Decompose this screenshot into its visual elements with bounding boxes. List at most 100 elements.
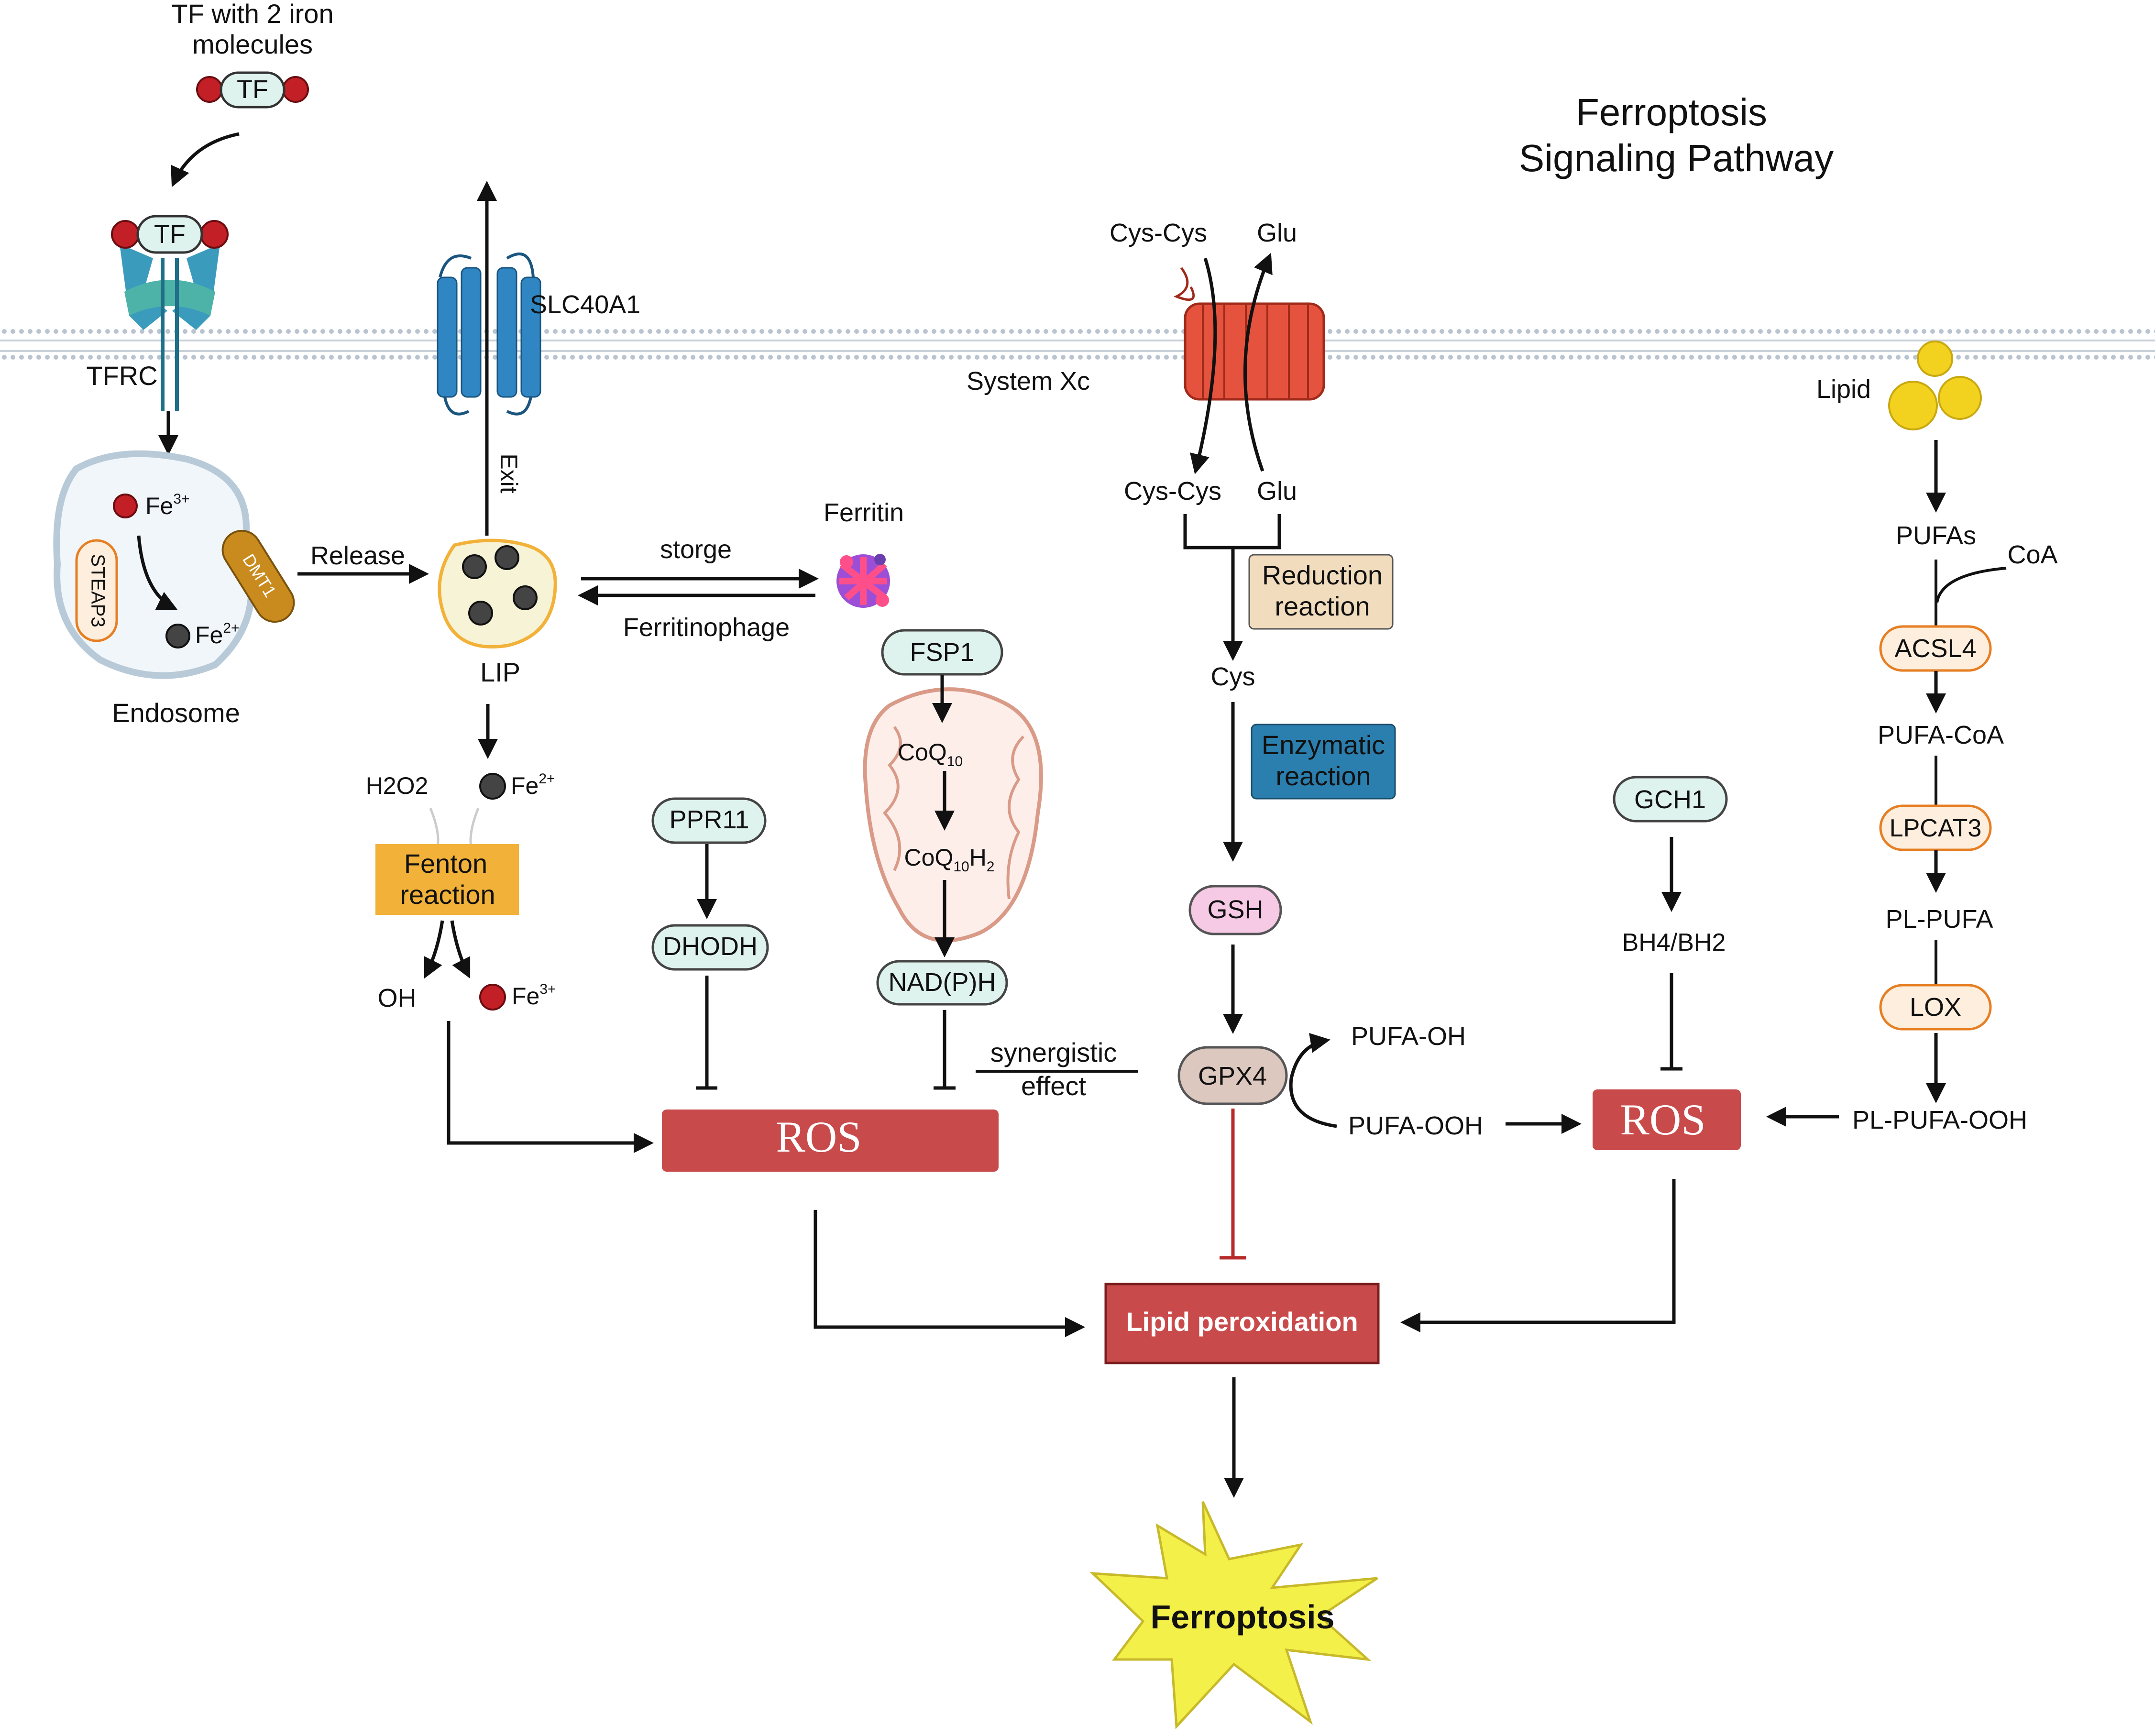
iron-atom-icon [282, 76, 309, 103]
bh4-bh2-label: BH4/BH2 [1622, 929, 1726, 956]
lpcat3-label: LPCAT3 [1890, 814, 1982, 842]
exit-label: Exit [495, 453, 522, 493]
pufa-oh-label: PUFA-OH [1351, 1022, 1466, 1051]
ferritin-protein-icon [836, 554, 890, 608]
fenton-fe2: Fe2+ [511, 771, 555, 799]
enzymatic-line-1: Enzymatic [1262, 730, 1385, 760]
endosome [53, 450, 295, 679]
endosome-fe2: Fe2+ [195, 620, 240, 648]
title-line-1: Ferroptosis [1576, 91, 1767, 133]
cys-cys-import-arrow [1189, 257, 1217, 474]
system-xc-label: System Xc [967, 367, 1090, 396]
acsl4-node [1879, 625, 1992, 672]
dhodh-label: DHODH [663, 932, 758, 961]
ros-left-to-lipid-arrow [814, 1210, 1085, 1337]
steap3-label: STEAP3 [87, 554, 108, 627]
reduction-reaction-box [1248, 554, 1394, 630]
dhodh-node [651, 924, 769, 971]
cys-cys-in-label: Cys-Cys [1124, 477, 1221, 505]
glu-out-label: Glu [1257, 219, 1297, 247]
gsh-label: GSH [1207, 895, 1263, 924]
pufa-coa-label: PUFA-CoA [1878, 721, 2004, 749]
tf-binding-arrow [171, 132, 240, 187]
h2o2-label: H2O2 [366, 772, 429, 799]
gch1-label: GCH1 [1634, 785, 1706, 814]
pl-pufa-ooh-label: PL-PUFA-OOH [1852, 1106, 2027, 1134]
lipid-droplets-icon [1888, 341, 1982, 430]
ros-left-label: ROS [776, 1112, 862, 1161]
ferroptosis-label: Ferroptosis [1150, 1598, 1334, 1636]
gsh-node [1188, 885, 1282, 935]
oh-to-ros-arrow [447, 1021, 654, 1153]
tf-caption-line-2: molecules [192, 29, 313, 59]
lox-node [1879, 984, 1992, 1031]
fenton-line-1: Fenton [404, 848, 487, 879]
cys-merge-bracket [1183, 514, 1281, 549]
synergistic-line-1: synergistic [990, 1037, 1117, 1067]
release-label: Release [310, 541, 405, 570]
tf-label: TF [237, 75, 268, 104]
tfrc-label: TFRC [86, 361, 157, 391]
ppr11-node [651, 797, 767, 844]
gch1-node [1613, 776, 1728, 823]
enzymatic-line-2: reaction [1275, 761, 1371, 791]
ferroptosis-burst-icon [1089, 1501, 1378, 1729]
ros-left-box [662, 1110, 999, 1172]
endosome-label: Endosome [112, 698, 240, 728]
coq10h2-label: CoQ10H2 [904, 844, 995, 875]
lpcat3-node [1879, 804, 1992, 851]
lipid-peroxidation-box [1104, 1283, 1380, 1364]
lip-pool-icon [438, 538, 557, 648]
fenton-reaction-box [375, 844, 519, 915]
ferritinophage-label: Ferritinophage [623, 613, 790, 642]
ppr11-label: PPR11 [669, 805, 749, 834]
acsl4-label: ACSL4 [1894, 634, 1976, 663]
fe2-ion-icon [165, 624, 190, 648]
lipid-peroxidation-label: Lipid peroxidation [1126, 1307, 1358, 1337]
iron-atom-icon [196, 76, 223, 103]
ros-right-box [1593, 1089, 1741, 1150]
fenton-to-fe3-arrow [450, 920, 471, 979]
lipid-label: Lipid [1816, 375, 1871, 404]
fsp1-node [881, 629, 1003, 676]
pl-pufa-label: PL-PUFA [1885, 905, 1993, 934]
glu-export-arrow [1243, 253, 1273, 472]
nadph-label: NAD(P)H [889, 968, 996, 997]
ros-right-label: ROS [1620, 1095, 1706, 1144]
title-line-2: Signaling Pathway [1519, 137, 1834, 179]
gpx4-node [1177, 1046, 1288, 1105]
gpx4-label: GPX4 [1198, 1062, 1267, 1090]
oh-label: OH [378, 984, 417, 1012]
pufa-ooh-label: PUFA-OOH [1348, 1111, 1483, 1140]
mitochondrion-icon [863, 687, 1043, 943]
endosome-fe3: Fe3+ [145, 491, 190, 519]
storge-label: storge [660, 535, 732, 564]
coq10-label: CoQ10 [898, 739, 963, 769]
tf-caption-line-1: TF with 2 iron [171, 0, 333, 29]
fe2-ion-icon [479, 773, 506, 800]
ros-right-to-lipid-arrow [1400, 1179, 1676, 1332]
synergistic-line-2: effect [1021, 1071, 1086, 1101]
dmt1-node [221, 529, 295, 623]
tf-iron-complex: TF with 2 iron molecules TF [171, 0, 334, 109]
glu-in-label: Glu [1257, 477, 1297, 505]
enzymatic-reaction-box [1251, 724, 1396, 800]
pufas-label: PUFAs [1896, 521, 1976, 550]
coa-label: CoA [2007, 540, 2057, 569]
fenton-fe3: Fe3+ [512, 981, 556, 1010]
pufa-ooh-to-oh-arrow [1289, 1033, 1337, 1128]
tfrc-receptor-icon [111, 215, 229, 411]
system-xc-transporter-icon [1173, 267, 1325, 401]
reduction-line-2: reaction [1275, 591, 1370, 621]
fenton-to-oh-arrow [424, 920, 444, 979]
fe3-ion-icon [479, 984, 506, 1011]
steap3-node [75, 539, 118, 642]
lip-label: LIP [480, 657, 520, 687]
coa-join-line [1935, 567, 2007, 603]
cys-label: Cys [1211, 662, 1255, 691]
cys-cys-out-label: Cys-Cys [1110, 219, 1207, 247]
cell-membrane [0, 329, 2155, 363]
fenton-line-2: reaction [400, 879, 495, 910]
slc40a1-transporter-icon [437, 253, 541, 416]
